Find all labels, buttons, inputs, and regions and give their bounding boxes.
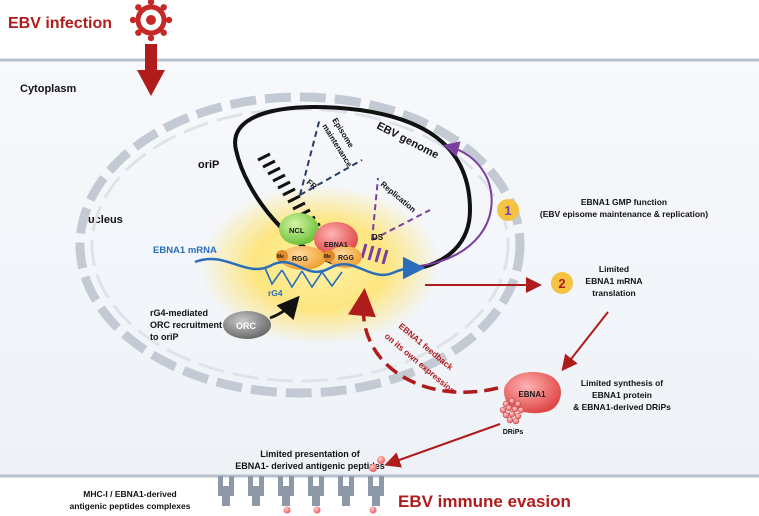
protein-complex: NCL EBNA1 RGG RGG Me Me — [276, 213, 362, 270]
orc-complex — [223, 311, 271, 339]
peptide-2 — [369, 464, 377, 472]
ebna1-protein-label: EBNA1 — [518, 390, 546, 399]
ebna1-mrna-strand — [194, 256, 426, 280]
mhc-line-2: antigenic peptides complexes — [70, 501, 191, 511]
orc-recruit-arrow — [269, 295, 300, 321]
orc-note-line-2: ORC recruitment — [150, 320, 222, 330]
gmp-function-arrow — [419, 141, 493, 267]
cytoplasm-label: Cytoplasm — [20, 83, 76, 95]
entry-arrow — [137, 44, 165, 96]
orip-label: oriP — [198, 159, 219, 171]
episome-loop — [233, 105, 473, 270]
ds-label: DS — [372, 233, 384, 242]
ds-hatch — [360, 243, 389, 265]
synthesis-arrow — [561, 311, 609, 372]
synthesis-line-1: Limited synthesis of — [581, 378, 663, 388]
step2-number: 2 — [558, 276, 565, 291]
orc-label: ORC — [236, 321, 257, 331]
methyl-mark-2 — [323, 250, 335, 262]
mhc-line-1: MHC-I / EBNA1-derived — [83, 489, 177, 499]
step2-line-2: EBNA1 mRNA — [585, 276, 642, 286]
nucleus-label: Nucleus — [80, 214, 123, 226]
feedback-arrow — [347, 288, 499, 394]
ncl-protein — [279, 213, 319, 245]
drips-label: DRiPs — [503, 429, 524, 436]
step1-line-2: (EBV episome maintenance & replication) — [540, 209, 708, 219]
step2-badge — [551, 272, 573, 294]
mhc-peptide-1 — [283, 506, 291, 514]
step1-line-1: EBNA1 GMP function — [581, 197, 667, 207]
ebna1-complex-label: EBNA1 — [324, 242, 348, 249]
mhc-peptide-2 — [313, 506, 321, 514]
mhc-receptors — [218, 476, 384, 506]
nuclear-envelope-outer — [75, 92, 525, 398]
mrna-label: EBNA1 mRNA — [153, 245, 217, 256]
rgg-domain-2 — [328, 246, 362, 268]
rgg-label-2: RGG — [338, 255, 355, 262]
drips-aggregate — [499, 397, 525, 425]
function-dashes — [299, 117, 431, 241]
step2-line-1: Limited — [599, 264, 629, 274]
step1-number: 1 — [504, 203, 511, 218]
immune-evasion-label: EBV immune evasion — [398, 492, 571, 511]
virus-icon — [129, 0, 173, 42]
g-quadruplex — [264, 267, 343, 289]
rg4-label: rG4 — [268, 288, 283, 298]
me-label-2: Me — [324, 254, 331, 260]
orc-note-line-1: rG4-mediated — [150, 308, 208, 318]
step2-line-3: translation — [592, 288, 635, 298]
mhc-peptide-3 — [369, 506, 377, 514]
ncl-label: NCL — [289, 226, 305, 235]
presentation-line-1: Limited presentation of — [260, 449, 361, 459]
synthesis-line-3: & EBNA1-derived DRiPs — [573, 402, 671, 412]
presentation-arrow — [384, 423, 501, 468]
synthesis-line-2: EBNA1 protein — [592, 390, 652, 400]
presentation-line-2: EBNA1- derived antigenic peptides — [235, 461, 385, 471]
step1-badge — [497, 199, 519, 221]
peptide-1 — [377, 456, 385, 464]
methyl-mark-1 — [276, 250, 288, 262]
orc-note-line-3: to oriP — [150, 332, 179, 342]
me-label-1: Me — [277, 254, 284, 260]
rgg-label-1: RGG — [292, 256, 309, 263]
title-ebv-infection: EBV infection — [8, 15, 112, 32]
